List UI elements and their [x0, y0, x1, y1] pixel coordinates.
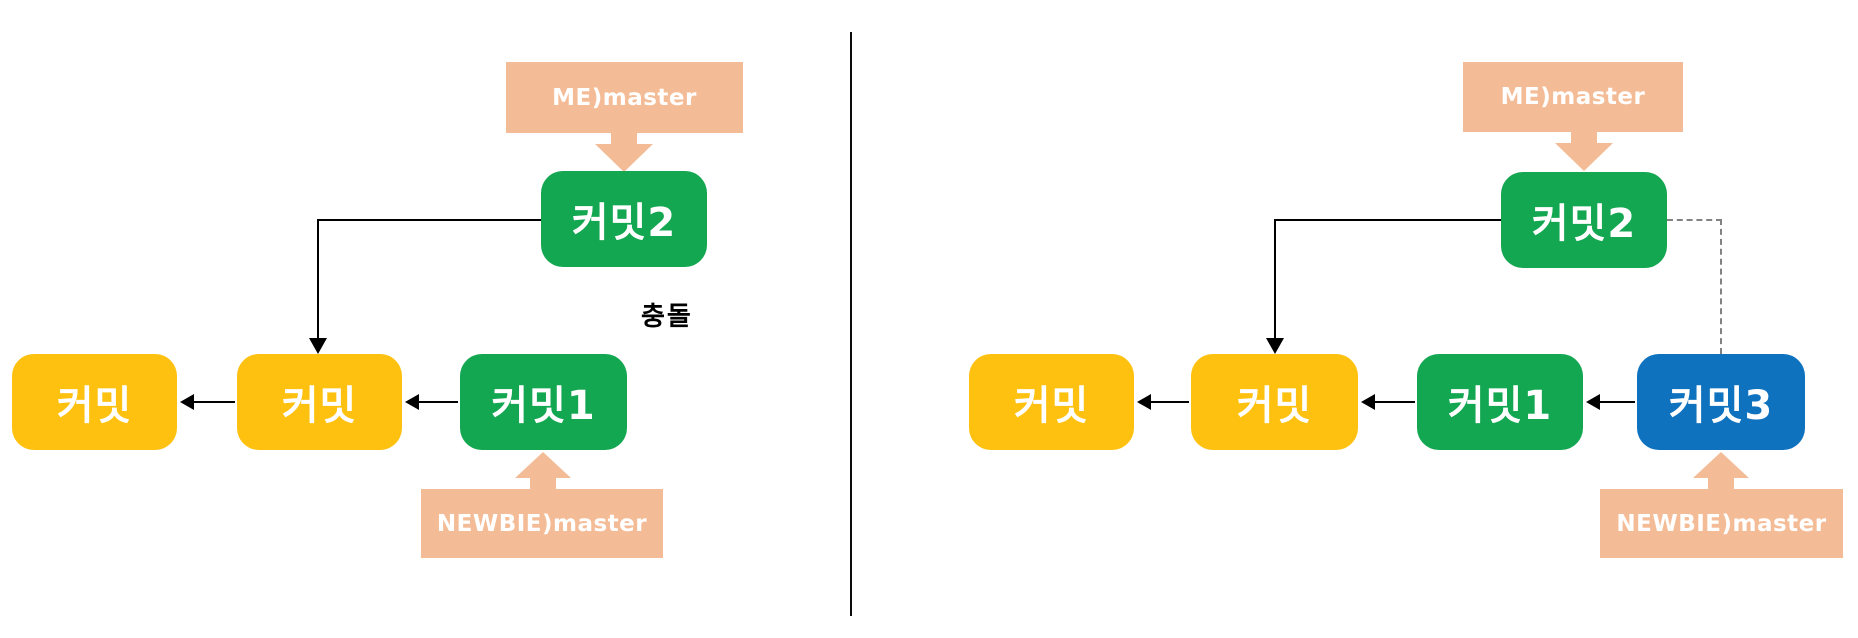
commit2-label: 커밋2 [571, 200, 677, 246]
commit2-node: 커밋2 [1501, 172, 1667, 268]
branch-arrow-down-stem [611, 132, 637, 144]
commit-node: 커밋 [969, 354, 1134, 450]
commit-parent-connector [1599, 401, 1635, 403]
branch-arrow-up-stem [530, 478, 556, 490]
commit-node: 커밋 [1191, 354, 1358, 450]
commit3-label: 커밋3 [1668, 383, 1774, 429]
commit3-node: 커밋3 [1637, 354, 1805, 450]
branch-label-me-text: ME)master [552, 84, 697, 111]
arrowhead-left-icon [180, 394, 194, 410]
arrowhead-left-icon [1361, 394, 1375, 410]
commit-label: 커밋 [56, 383, 133, 429]
branch-arrow-down-icon [1555, 143, 1613, 171]
commit-node: 커밋 [12, 354, 177, 450]
branch-arrow-down-stem [1571, 131, 1597, 143]
commit2-parent-connector-horizontal [1275, 219, 1501, 221]
branch-label-me: ME)master [506, 62, 743, 133]
branch-label-newbie-text: NEWBIE)master [1616, 510, 1827, 537]
branch-label-me: ME)master [1463, 62, 1683, 132]
branch-arrow-up-icon [1693, 452, 1749, 478]
branch-label-newbie: NEWBIE)master [1600, 489, 1843, 558]
commit-label: 커밋 [1236, 383, 1313, 429]
commit1-label: 커밋1 [491, 383, 596, 429]
dashed-connector-vertical [1720, 219, 1722, 354]
conflict-label: 충돌 [641, 302, 693, 332]
commit2-label: 커밋2 [1531, 201, 1637, 247]
branch-arrow-up-icon [515, 452, 571, 478]
commit2-parent-connector-vertical [317, 219, 319, 339]
branch-arrow-up-stem [1708, 478, 1734, 490]
commit2-parent-connector-horizontal [318, 219, 541, 221]
arrowhead-left-icon [1137, 394, 1151, 410]
commit1-node: 커밋1 [1417, 354, 1583, 450]
commit2-node: 커밋2 [541, 171, 707, 267]
panel-divider [850, 32, 852, 616]
arrowhead-down-icon [309, 338, 327, 354]
commit-label: 커밋 [1013, 383, 1090, 429]
arrowhead-left-icon [1586, 394, 1600, 410]
commit-parent-connector [1374, 401, 1415, 403]
commit1-label: 커밋1 [1447, 383, 1553, 429]
arrowhead-left-icon [405, 394, 419, 410]
branch-label-me-text: ME)master [1500, 84, 1646, 110]
commit-node: 커밋 [237, 354, 402, 450]
arrowhead-down-icon [1266, 338, 1284, 354]
commit-parent-connector [193, 401, 235, 403]
branch-arrow-down-icon [595, 144, 653, 172]
commit1-node: 커밋1 [460, 354, 627, 450]
branch-label-newbie-text: NEWBIE)master [436, 510, 648, 537]
branch-label-newbie: NEWBIE)master [421, 489, 663, 558]
commit2-parent-connector-vertical [1274, 219, 1276, 339]
commit-parent-connector [418, 401, 458, 403]
commit-parent-connector [1150, 401, 1189, 403]
dashed-connector-horizontal [1667, 219, 1722, 221]
commit-label: 커밋 [281, 383, 358, 429]
